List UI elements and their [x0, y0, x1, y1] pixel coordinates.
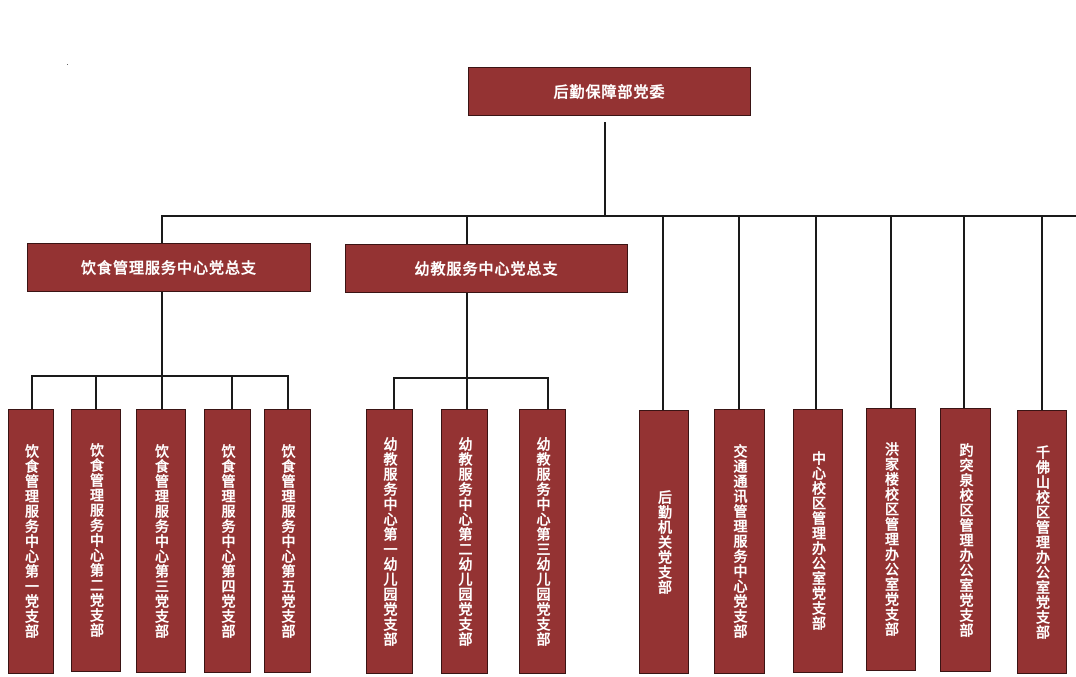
connector-direct-6	[1041, 215, 1043, 410]
branch-node: 饮食管理服务中心第四党支部	[204, 409, 251, 673]
connector-preschool-3	[547, 377, 549, 409]
connector-to-catering	[161, 215, 163, 243]
branch-label: 幼教服务中心第二幼儿园党支部	[456, 436, 473, 647]
branch-label: 千佛山校区管理办公室党支部	[1034, 444, 1050, 640]
connector-catering-5	[287, 375, 289, 409]
connector-catering-3	[161, 375, 163, 409]
branch-node: 千佛山校区管理办公室党支部	[1017, 410, 1067, 674]
connector-to-preschool	[466, 215, 468, 244]
root-node-label: 后勤保障部党委	[553, 83, 666, 101]
connector-direct-3	[815, 215, 817, 409]
branch-label: 趵突泉校区管理办公室党支部	[957, 442, 974, 638]
branch-node: 后勤机关党支部	[639, 410, 689, 674]
general-branch-label: 幼教服务中心党总支	[414, 260, 559, 278]
branch-node: 幼教服务中心第三幼儿园党支部	[519, 409, 566, 674]
branch-label: 中心校区管理办公室党支部	[810, 451, 826, 631]
root-node: 后勤保障部党委	[468, 67, 751, 116]
connector-catering-down	[161, 292, 163, 377]
branch-node: 幼教服务中心第二幼儿园党支部	[441, 409, 488, 674]
branch-node: 交通通讯管理服务中心党支部	[714, 409, 765, 674]
stray-dot	[67, 64, 68, 65]
branch-label: 饮食管理服务中心第二党支部	[88, 443, 104, 638]
connector-direct-2	[738, 215, 740, 409]
branch-label: 幼教服务中心第一幼儿园党支部	[381, 436, 398, 647]
general-branch-label: 饮食管理服务中心党总支	[80, 259, 257, 277]
branch-label: 交通通讯管理服务中心党支部	[731, 444, 748, 639]
connector-direct-5	[963, 215, 965, 408]
connector-direct-4	[890, 215, 892, 408]
branch-node: 饮食管理服务中心第五党支部	[264, 409, 311, 673]
branch-node: 饮食管理服务中心第一党支部	[8, 409, 54, 674]
connector-preschool-1	[393, 377, 395, 409]
general-branch-preschool: 幼教服务中心党总支	[345, 244, 628, 293]
branch-node: 中心校区管理办公室党支部	[793, 409, 843, 673]
connector-catering-bar	[31, 375, 289, 377]
branch-node: 饮食管理服务中心第二党支部	[71, 409, 121, 672]
branch-label: 洪家楼校区管理办公室党支部	[883, 442, 899, 637]
branch-node: 洪家楼校区管理办公室党支部	[866, 408, 916, 671]
connector-preschool-2	[466, 377, 468, 409]
connector-main-bar	[161, 215, 1076, 217]
branch-label: 饮食管理服务中心第四党支部	[219, 443, 236, 639]
connector-direct-1	[662, 215, 664, 410]
connector-preschool-bar	[393, 377, 549, 379]
branch-label: 饮食管理服务中心第一党支部	[23, 444, 39, 639]
branch-label: 饮食管理服务中心第五党支部	[279, 443, 296, 639]
general-branch-catering: 饮食管理服务中心党总支	[27, 243, 311, 292]
connector-catering-2	[95, 375, 97, 409]
branch-label: 后勤机关党支部	[656, 489, 672, 595]
connector-catering-1	[31, 375, 33, 409]
connector-catering-4	[231, 375, 233, 409]
branch-label: 饮食管理服务中心第三党支部	[153, 443, 169, 639]
branch-node: 幼教服务中心第一幼儿园党支部	[366, 409, 413, 674]
connector-root-down	[604, 122, 606, 217]
branch-label: 幼教服务中心第三幼儿园党支部	[534, 436, 551, 647]
branch-node: 饮食管理服务中心第三党支部	[136, 409, 186, 673]
branch-node: 趵突泉校区管理办公室党支部	[940, 408, 991, 672]
connector-preschool-down	[466, 293, 468, 379]
